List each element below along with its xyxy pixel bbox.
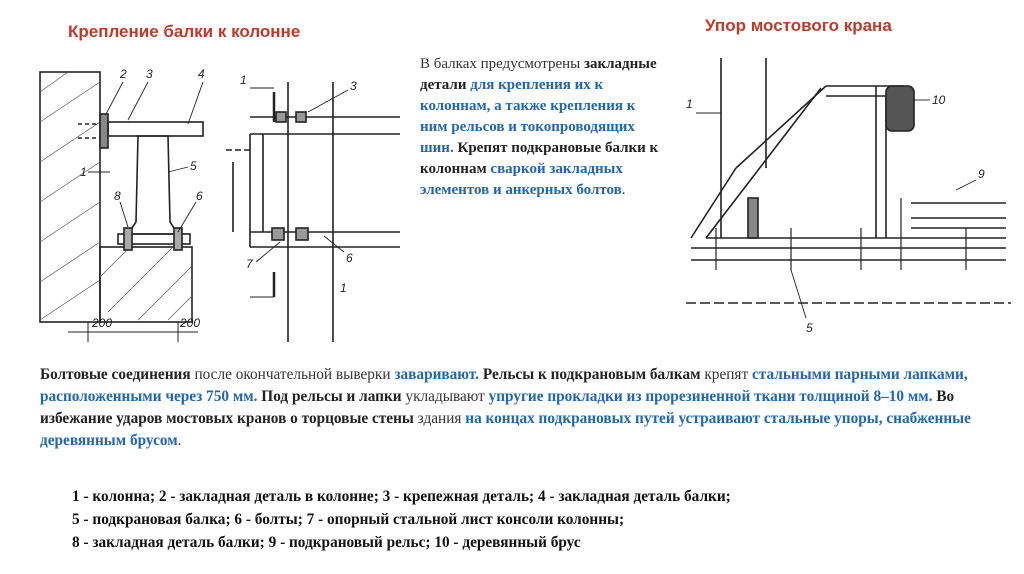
callout-8: 8	[114, 189, 121, 203]
stop-callout-9: 9	[978, 167, 985, 181]
callout-3-side: 3	[350, 79, 357, 93]
mid-seg-4: Крепят подкрановые балки к колоннам	[420, 140, 659, 177]
column-console	[99, 246, 193, 323]
legend-line-3: 8 - закладная деталь балки; 9 - подкрано…	[72, 534, 581, 551]
callout-6-side: 6	[346, 251, 353, 265]
bot-seg-1: после окончательной выверки	[190, 366, 395, 383]
bot-seg-9: Во избежание ударов мостовых кранов о то…	[40, 388, 955, 427]
stop-callout-10: 10	[932, 93, 946, 107]
callout-5: 5	[190, 159, 197, 173]
dimension-200-left: 200	[91, 316, 112, 330]
column-section	[39, 71, 101, 323]
stop-callout-1: 1	[686, 97, 693, 111]
bot-seg-0: Болтовые соединения	[40, 366, 191, 383]
bot-seg-10: здания	[413, 410, 466, 427]
legend-line-2: 5 - подкрановая балка; 6 - болты; 7 - оп…	[72, 511, 625, 528]
dimension-200-right: 200	[179, 316, 200, 330]
bottom-paragraph: Болтовые соединения после окончательной …	[40, 364, 1000, 452]
bot-seg-4: крепят	[700, 366, 752, 383]
mid-seg-6: .	[621, 182, 626, 198]
bot-seg-11: на концах подкрановых путей устраивают с…	[40, 410, 971, 449]
callout-6: 6	[196, 189, 203, 203]
callout-1-bottom: 1	[340, 281, 347, 295]
bot-seg-8: упругие прокладки из прорезиненной ткани…	[488, 388, 933, 405]
stop-callout-5: 5	[806, 321, 813, 335]
crane-stop-drawing: 1 10 9 5	[686, 58, 1011, 335]
bot-seg-7: укладывают	[401, 388, 489, 405]
title-beam-column-fastening: Крепление балки к колонне	[68, 22, 301, 41]
callout-3: 3	[146, 67, 153, 81]
bot-seg-3: Рельсы к подкрановым балкам	[479, 366, 701, 383]
mid-seg-1: закладные детали	[420, 56, 657, 93]
callout-2: 2	[119, 67, 127, 81]
callout-4: 4	[198, 67, 205, 81]
bot-seg-2: заваривают.	[394, 366, 479, 383]
mid-seg-3: крепления их к колоннам, а также креплен…	[420, 77, 636, 156]
legend: 1 - колонна; 2 - закладная деталь в коло…	[72, 485, 1012, 554]
callout-7: 7	[246, 257, 254, 271]
bot-seg-6: Под рельсы и лапки	[257, 388, 402, 405]
callout-1: 1	[80, 165, 87, 179]
beam-column-drawing: 2 3 4 1 5 6 8 1 3 7 6 1 200 200	[39, 67, 400, 342]
bot-seg-5: стальными парными лапками, расположенным…	[40, 366, 968, 405]
mid-seg-5: сваркой закладных элементов и анкерных б…	[420, 161, 623, 198]
mid-seg-2: для	[466, 77, 495, 93]
callout-1-side: 1	[240, 73, 247, 87]
title-crane-stop: Упор мостового крана	[705, 16, 892, 35]
legend-line-1: 1 - колонна; 2 - закладная деталь в коло…	[72, 488, 731, 505]
middle-description: В балках предусмотрены закладные детали …	[420, 54, 660, 201]
mid-seg-0: В балках предусмотрены	[420, 56, 581, 72]
bot-seg-12: .	[177, 432, 182, 449]
